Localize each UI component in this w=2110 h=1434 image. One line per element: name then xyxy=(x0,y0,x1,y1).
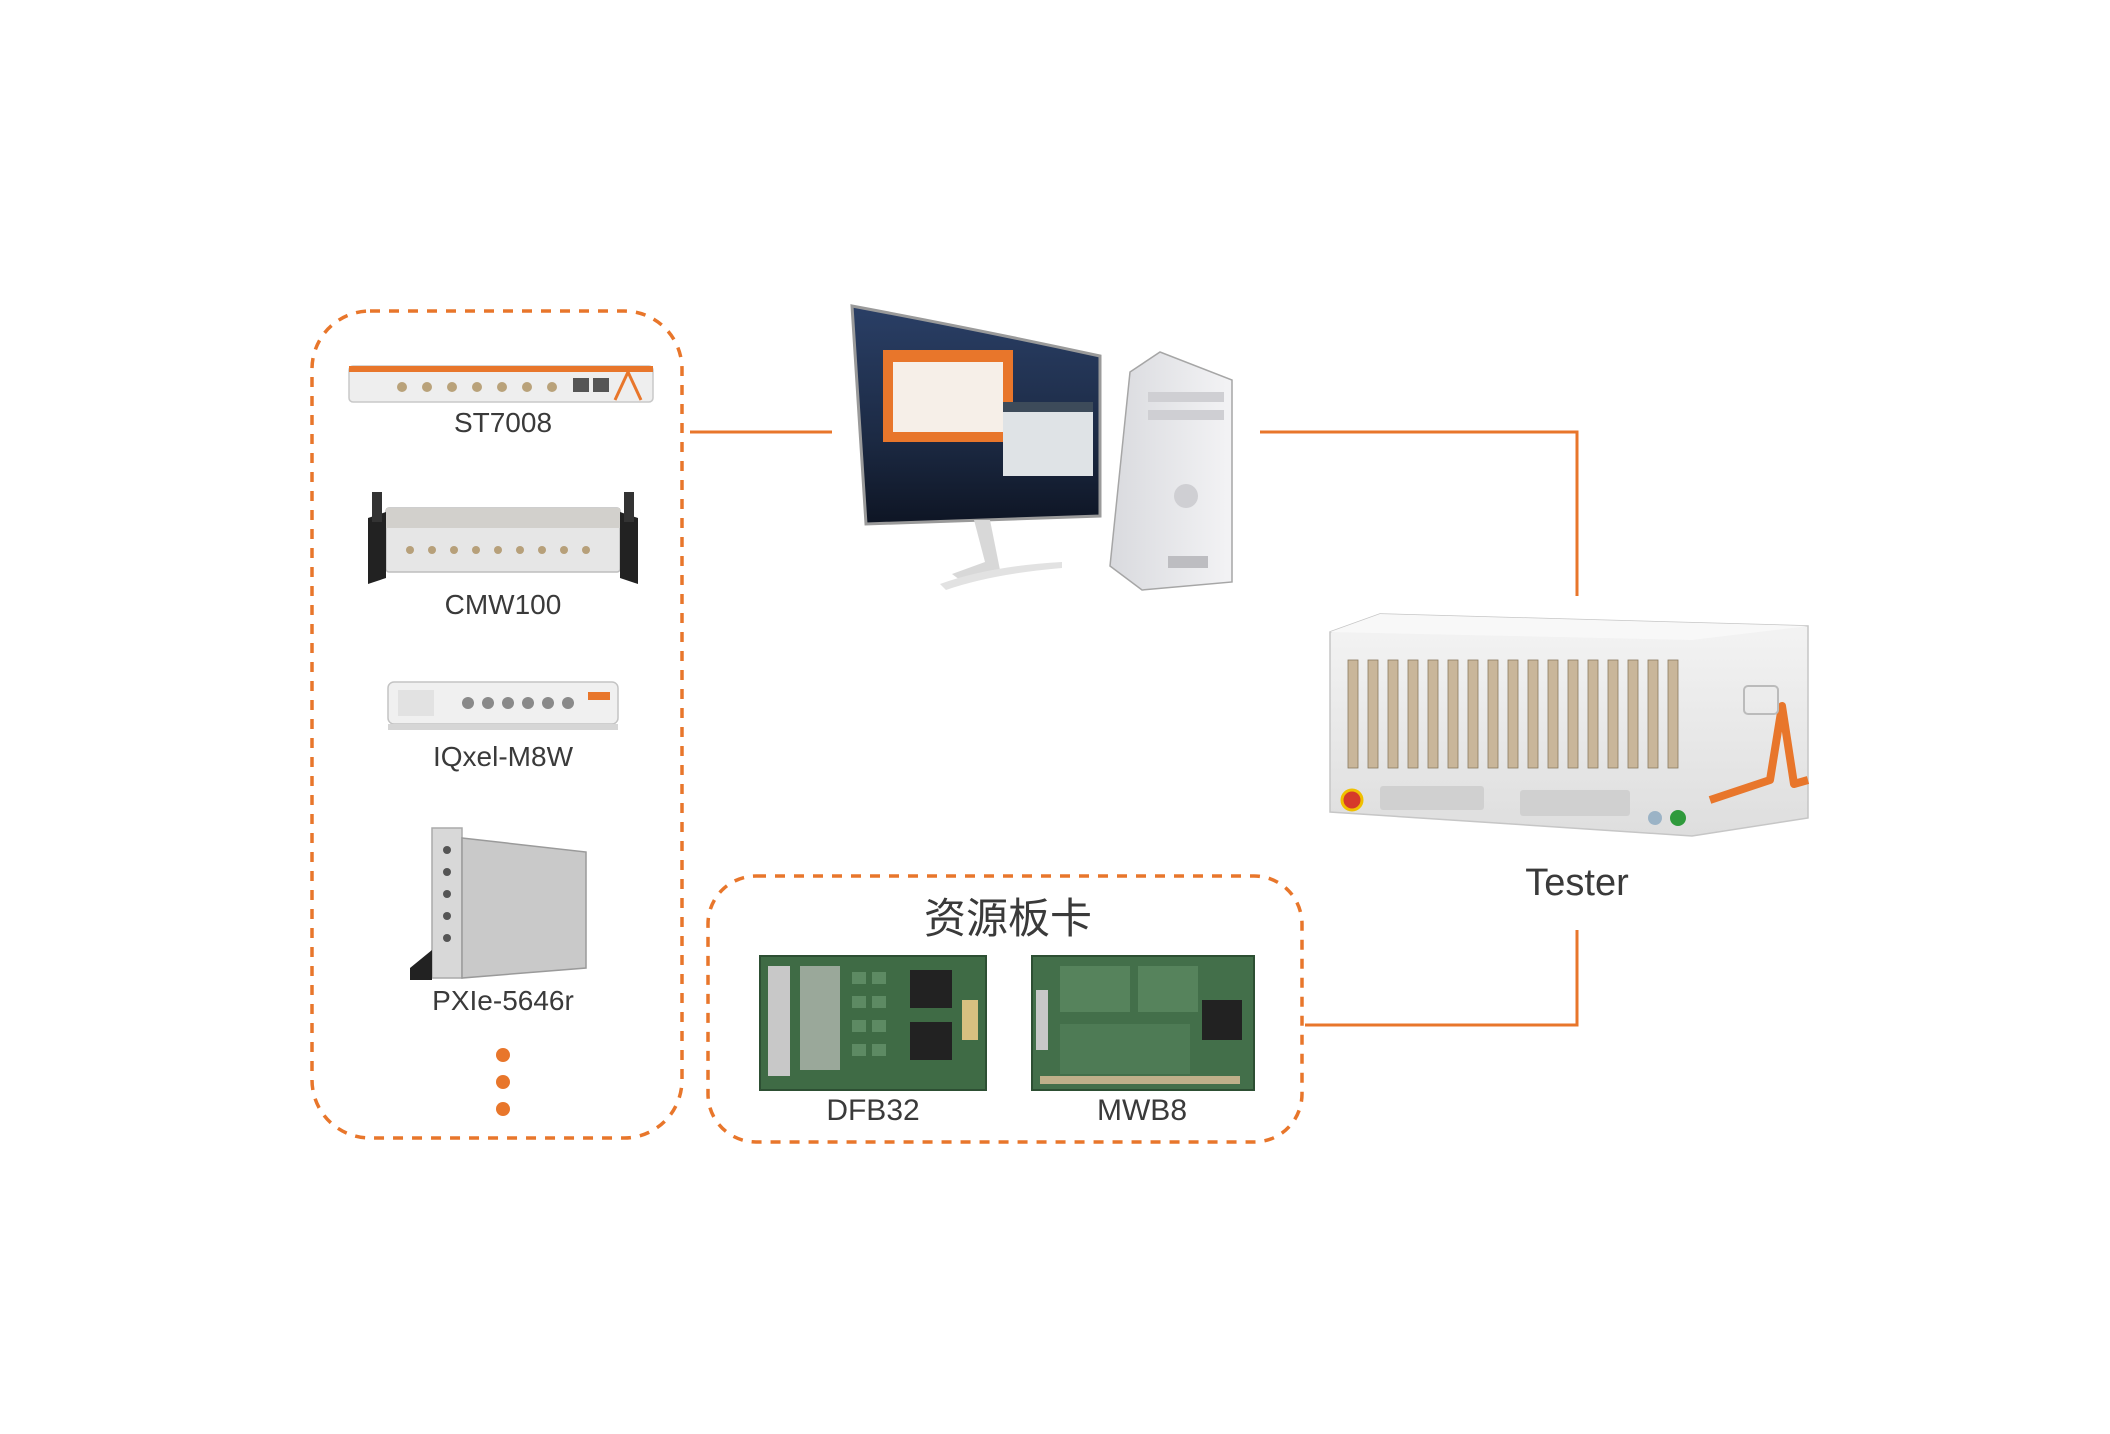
connector-pc-tester xyxy=(1260,430,1579,596)
resource-boards-title: 资源板卡 xyxy=(924,894,1092,943)
dfb32-board-image xyxy=(759,955,987,1091)
instrument-label-pxie-5646r: PXIe-5646r xyxy=(432,985,574,1016)
resource-boards-dashed-box xyxy=(706,874,1304,1144)
instrument-label-cmw100: CMW100 xyxy=(445,589,562,620)
board-label-dfb32: DFB32 xyxy=(826,1094,919,1127)
tester-label: Tester xyxy=(1525,862,1629,904)
instrument-label-st7008: ST7008 xyxy=(454,407,552,438)
instruments-dashed-box xyxy=(310,309,684,1140)
pc-tower xyxy=(1109,351,1233,591)
pxie-5646r-device-image xyxy=(410,827,587,980)
connector-boards-tester xyxy=(1305,930,1579,1027)
tester-emergency-button xyxy=(1340,788,1364,812)
instruments-group: ST7008 CMW100 IQx xyxy=(310,309,684,1140)
tester-power-button xyxy=(1670,810,1686,826)
tester-brand-mark xyxy=(1708,702,1810,804)
connector-lines xyxy=(690,430,1579,1027)
resource-boards-group: 资源板卡 DFB32 MWB8 xyxy=(706,874,1304,1144)
board-label-mwb8: MWB8 xyxy=(1097,1094,1187,1127)
tester-chassis-image xyxy=(1329,613,1810,837)
cmw100-device-image xyxy=(368,492,638,584)
mwb8-board-image xyxy=(1031,955,1255,1091)
more-instruments-ellipsis xyxy=(496,1048,510,1116)
instrument-label-iqxel-m8w: IQxel-M8W xyxy=(433,741,574,772)
host-pc-image xyxy=(850,304,1233,591)
st7008-device-image xyxy=(348,365,654,403)
iqxel-m8w-device-image xyxy=(387,681,619,730)
tester-slot-cards xyxy=(1347,659,1679,769)
